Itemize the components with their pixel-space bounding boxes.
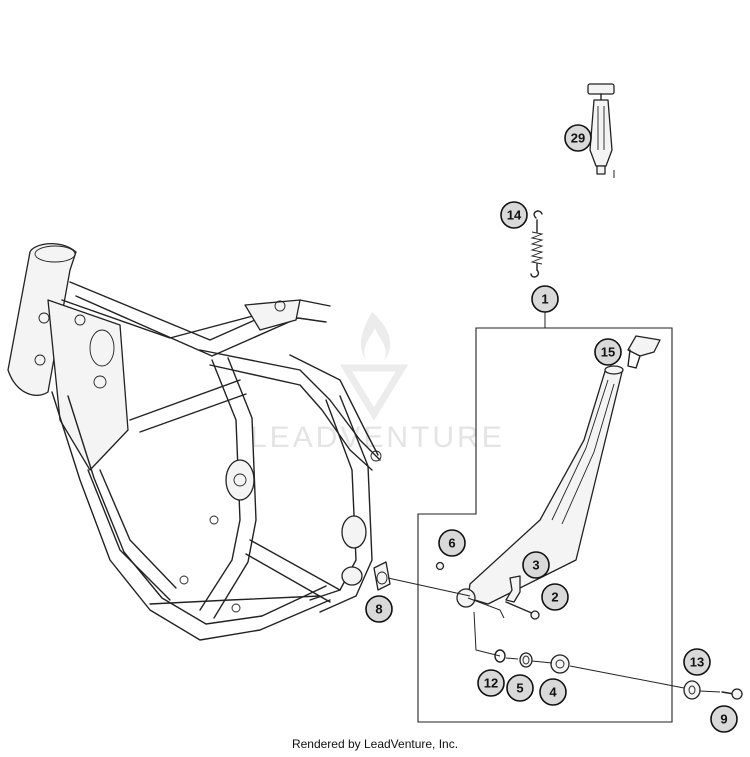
footer-credit: Rendered by LeadVenture, Inc.: [291, 737, 459, 751]
callout-8: 8: [365, 595, 393, 623]
watermark: LEADVENTURE: [250, 312, 505, 454]
callout-9-label: 9: [720, 712, 727, 727]
callout-8-label: 8: [375, 602, 382, 617]
watermark-logo-icon: [339, 312, 409, 421]
part-13-spacer: [683, 680, 701, 700]
part-8-clamp: [373, 561, 391, 591]
callout-4-label: 4: [549, 685, 557, 700]
callout-12-label: 12: [484, 676, 498, 691]
callout-9: 9: [710, 705, 738, 733]
part-4-bushing: [550, 654, 570, 674]
part-6-screw: [435, 561, 445, 571]
assembly-box: [417, 312, 673, 723]
callout-5-label: 5: [516, 681, 523, 696]
callout-6-label: 6: [448, 536, 455, 551]
callout-13: 13: [683, 648, 711, 676]
part-12-circlip: [494, 649, 506, 663]
callout-3-label: 3: [532, 558, 539, 573]
part-5-washer: [519, 652, 533, 668]
callout-15: 15: [594, 338, 622, 366]
callout-14: 14: [500, 201, 528, 229]
callout-4: 4: [539, 678, 567, 706]
part-14-spring: [530, 210, 544, 278]
callout-3: 3: [522, 551, 550, 579]
callout-2-label: 2: [551, 590, 558, 605]
alignment-lines: [387, 170, 721, 693]
callout-1-label: 1: [541, 292, 548, 307]
frame: [7, 243, 382, 641]
callout-29: 29: [564, 124, 592, 152]
callout-29-label: 29: [571, 131, 585, 146]
callout-1: 1: [531, 285, 559, 313]
watermark-text: LEADVENTURE: [250, 421, 505, 454]
callout-13-label: 13: [690, 655, 704, 670]
callout-2: 2: [541, 583, 569, 611]
part-9-bolt: [721, 688, 743, 700]
part-15-rubber-foot: [627, 335, 661, 369]
part-3-bracket: [505, 575, 521, 603]
callout-14-label: 14: [507, 208, 522, 223]
part-2-bolt: [505, 601, 540, 620]
callout-15-label: 15: [601, 345, 615, 360]
callout-5: 5: [506, 674, 534, 702]
callout-12: 12: [477, 669, 505, 697]
callout-6: 6: [438, 529, 466, 557]
part-29-tool: [587, 83, 615, 175]
